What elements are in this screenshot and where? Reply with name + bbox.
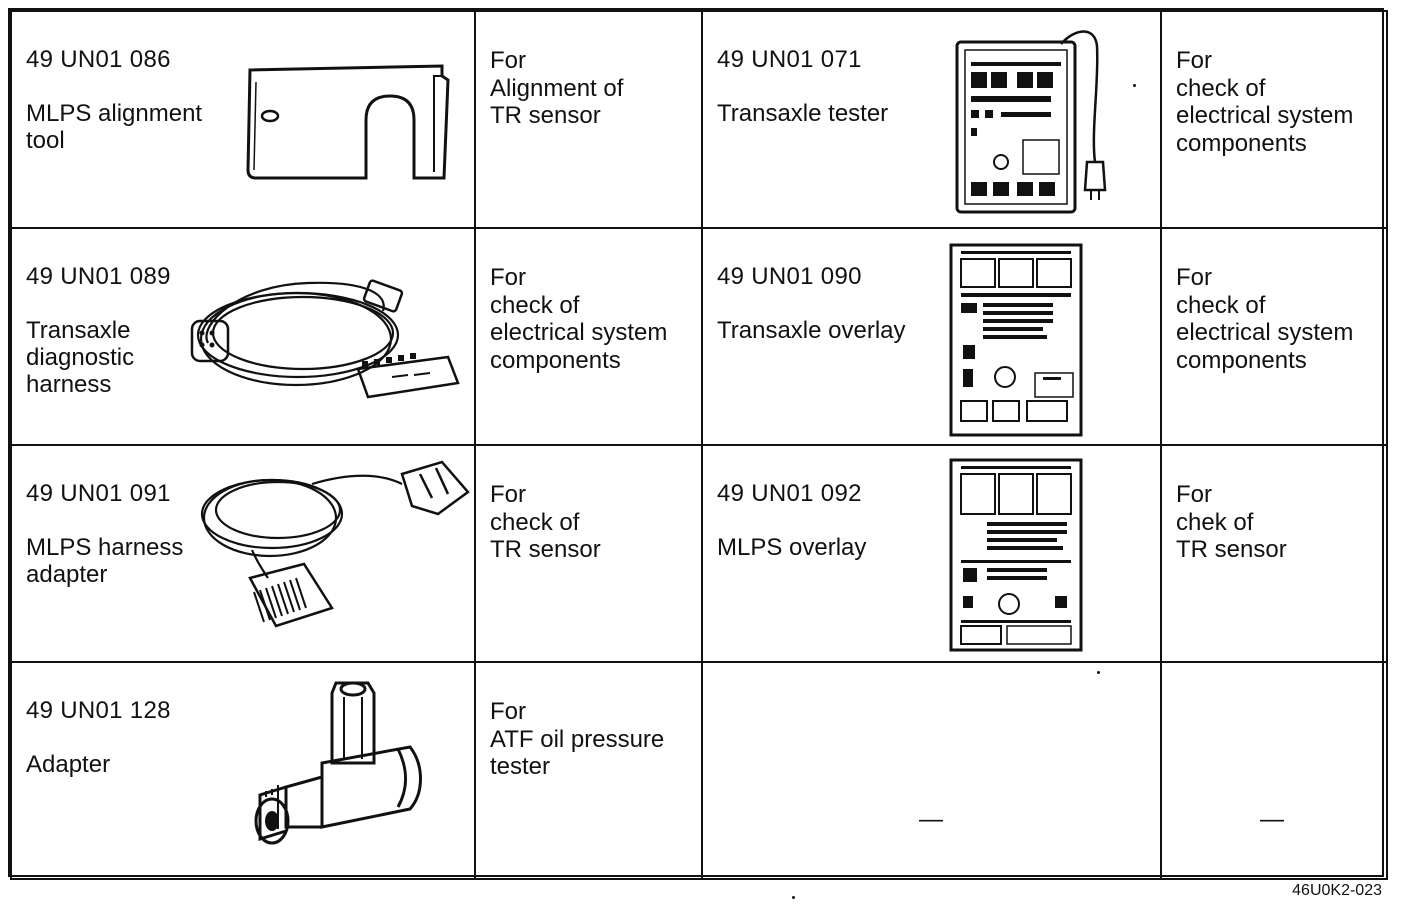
tool-purpose: For Alignment of TR sensor [490,47,624,129]
tool-code: 49 UN01 090 [717,263,862,290]
tool-cell: 49 UN01 091 MLPS harness adapter [10,444,476,663]
tool-cell: 49 UN01 089 Transaxle diagnostic harness [10,227,476,446]
figure-reference: 46U0K2-023 [1292,882,1382,899]
purpose-cell: For check of electrical system component… [474,227,703,446]
tool-code: 49 UN01 091 [26,480,171,507]
tool-cell: 49 UN01 071 Transaxle tester [701,10,1162,229]
special-tools-table: 49 UN01 086 MLPS alignment tool For Alig… [8,8,1388,880]
transaxle-tester-drawing [955,30,1107,214]
tool-purpose: For check of electrical system component… [490,264,668,374]
purpose-cell: For check of electrical system component… [1160,227,1388,446]
mlps-alignment-tool-drawing [246,64,450,180]
table-row: 49 UN01 086 MLPS alignment tool For Alig… [10,10,1388,229]
tool-purpose: For chek of TR sensor [1176,481,1287,563]
purpose-cell: For ATF oil pressure tester [474,661,703,880]
tool-purpose: For check of TR sensor [490,481,601,563]
tool-purpose: For ATF oil pressure tester [490,698,665,780]
tool-cell: 49 UN01 086 MLPS alignment tool [10,10,476,229]
table-row: 49 UN01 091 MLPS harness adapter [10,444,1388,663]
tool-code: 49 UN01 092 [717,480,862,507]
table-row: 49 UN01 089 Transaxle diagnostic harness… [10,227,1388,446]
mlps-harness-adapter-drawing [200,460,470,628]
tool-name: Transaxle diagnostic harness [26,317,135,398]
tool-name: Transaxle tester [717,100,889,127]
tool-name: MLPS overlay [717,534,867,561]
tool-purpose: For check of electrical system component… [1176,264,1354,374]
purpose-cell: For chek of TR sensor [1160,444,1388,663]
tool-code: 49 UN01 071 [717,46,862,73]
purpose-cell: For check of electrical system component… [1160,10,1388,229]
tool-purpose: For check of electrical system component… [1176,47,1354,157]
tool-name: MLPS harness adapter [26,534,184,588]
empty-tool-cell: — [701,661,1162,880]
tool-cell: 49 UN01 092 MLPS overlay [701,444,1162,663]
tool-name: Transaxle overlay [717,317,906,344]
tool-code: 49 UN01 128 [26,697,171,724]
transaxle-overlay-drawing [949,243,1083,437]
tool-name: MLPS alignment tool [26,100,203,154]
empty-dash: — [919,806,943,833]
adapter-fitting-drawing [254,681,422,845]
mlps-overlay-drawing [949,458,1083,652]
tool-code: 49 UN01 086 [26,46,171,73]
tool-cell: 49 UN01 090 Transaxle overlay [701,227,1162,446]
tool-code: 49 UN01 089 [26,263,171,290]
purpose-cell: For Alignment of TR sensor [474,10,703,229]
empty-purpose-cell: — [1160,661,1388,880]
diagnostic-harness-drawing [190,279,460,399]
tool-name: Adapter [26,751,111,778]
tool-cell: 49 UN01 128 Adapter [10,661,476,880]
empty-dash: — [1260,806,1284,833]
table-row: 49 UN01 128 Adapter [10,661,1388,880]
purpose-cell: For check of TR sensor [474,444,703,663]
